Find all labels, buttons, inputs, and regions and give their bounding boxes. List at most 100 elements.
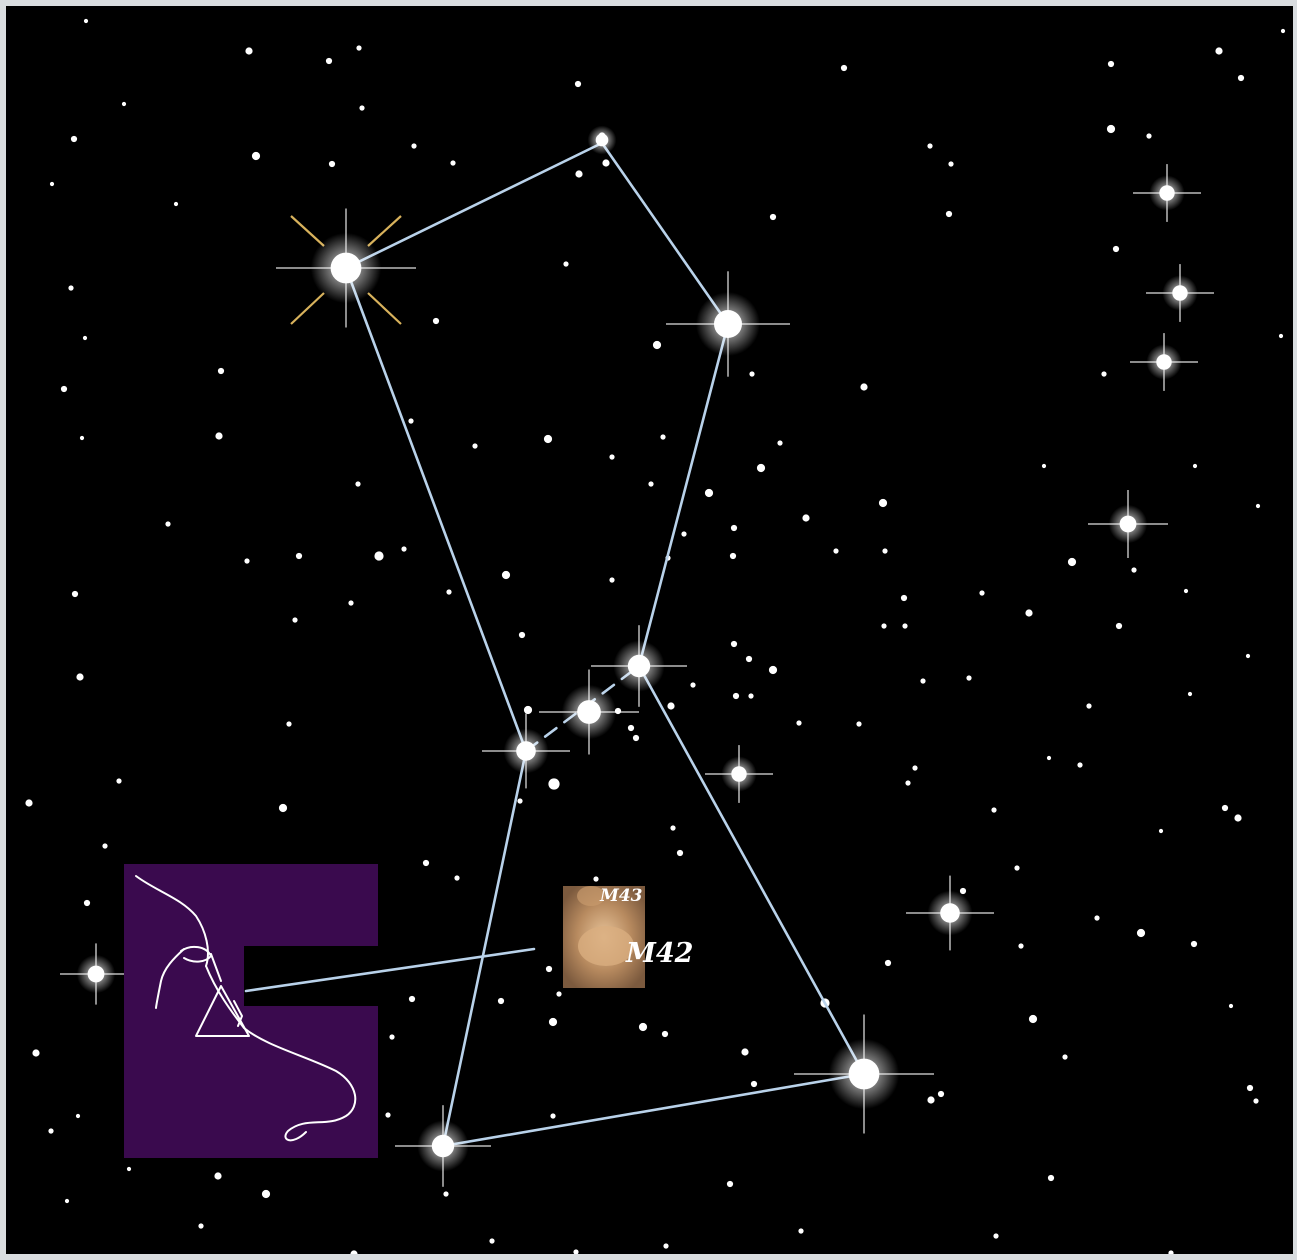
star <box>770 214 776 220</box>
star <box>433 318 439 324</box>
star <box>960 888 966 894</box>
star <box>979 590 984 595</box>
star <box>122 102 126 106</box>
m42-label: M42 <box>626 938 693 969</box>
star <box>450 160 455 165</box>
star <box>517 798 522 803</box>
star <box>524 706 532 714</box>
star <box>502 571 510 579</box>
star <box>633 735 639 741</box>
star <box>731 641 737 647</box>
star <box>1256 504 1260 508</box>
star <box>881 623 886 628</box>
star <box>1279 334 1283 338</box>
star <box>901 595 907 601</box>
star <box>544 435 552 443</box>
star <box>628 725 634 731</box>
star <box>519 632 525 638</box>
star <box>498 998 504 1004</box>
star <box>262 1190 270 1198</box>
star <box>1184 589 1188 593</box>
star <box>663 1243 668 1248</box>
star <box>670 825 675 830</box>
star <box>1101 371 1106 376</box>
star <box>609 454 614 459</box>
star <box>573 1249 578 1254</box>
star <box>1159 829 1163 833</box>
star <box>751 1081 757 1087</box>
star <box>993 1233 998 1238</box>
star <box>286 721 291 726</box>
star <box>802 514 809 521</box>
star <box>927 143 932 148</box>
star <box>359 105 364 110</box>
star <box>1068 558 1076 566</box>
star <box>374 551 383 560</box>
star <box>912 765 917 770</box>
star <box>966 675 971 680</box>
star <box>76 673 83 680</box>
star <box>1113 246 1119 252</box>
star <box>68 285 73 290</box>
star <box>71 136 77 142</box>
star <box>1116 623 1122 629</box>
star <box>1215 47 1222 54</box>
star <box>593 876 598 881</box>
star <box>32 1049 39 1056</box>
star <box>326 58 332 64</box>
star <box>833 548 838 553</box>
star <box>575 170 582 177</box>
star <box>423 860 429 866</box>
sword-figure-icon <box>124 864 378 1158</box>
star <box>443 1191 448 1196</box>
star <box>556 991 561 996</box>
star <box>902 623 907 628</box>
star <box>1107 125 1115 133</box>
star <box>84 19 88 23</box>
star <box>165 521 170 526</box>
star <box>1193 464 1197 468</box>
star <box>879 499 887 507</box>
star <box>648 481 653 486</box>
star <box>214 1172 221 1179</box>
star <box>1229 1004 1233 1008</box>
star <box>727 1181 733 1187</box>
star <box>860 383 867 390</box>
star <box>609 577 614 582</box>
star <box>948 161 953 166</box>
star <box>938 1091 944 1097</box>
star <box>218 368 224 374</box>
star <box>198 1223 203 1228</box>
star <box>639 1023 647 1031</box>
star <box>116 778 121 783</box>
star <box>65 1199 69 1203</box>
star <box>292 617 297 622</box>
star <box>1131 567 1136 572</box>
star <box>746 656 752 662</box>
star <box>1191 941 1197 947</box>
star <box>296 553 302 559</box>
star <box>757 464 765 472</box>
star <box>550 1113 555 1118</box>
star <box>446 589 451 594</box>
star <box>48 1128 53 1133</box>
star <box>1238 75 1244 81</box>
star <box>411 143 416 148</box>
star <box>174 202 178 206</box>
star <box>1086 703 1091 708</box>
star <box>408 418 413 423</box>
star <box>920 678 925 683</box>
star <box>80 436 84 440</box>
star <box>856 721 861 726</box>
star <box>472 443 477 448</box>
star <box>72 591 78 597</box>
star <box>946 211 952 217</box>
star <box>401 546 406 551</box>
star <box>245 47 252 54</box>
star <box>1146 133 1151 138</box>
star <box>215 432 222 439</box>
star <box>1253 1098 1258 1103</box>
star <box>546 966 552 972</box>
star <box>549 1018 557 1026</box>
star <box>1247 1085 1253 1091</box>
